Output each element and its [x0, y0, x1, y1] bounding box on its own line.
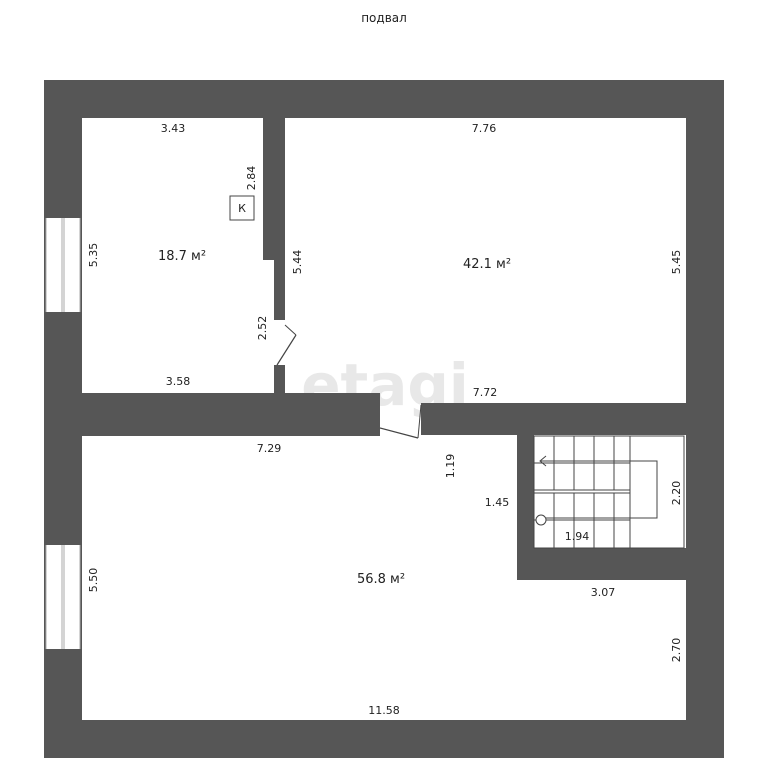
- dim-7-72: 7.72: [473, 386, 498, 399]
- walls: [44, 80, 724, 758]
- wall-vertical-lower: [274, 365, 285, 395]
- window-upper: [45, 218, 81, 312]
- wall-vertical-upper: [263, 118, 285, 260]
- dim-5-44: 5.44: [291, 250, 304, 275]
- plan-title: подвал: [361, 11, 407, 25]
- dim-2-84: 2.84: [245, 166, 258, 191]
- room-area-3: 56.8 м²: [357, 572, 405, 587]
- dim-2-70: 2.70: [670, 638, 683, 663]
- wall-horizontal-right: [421, 403, 686, 435]
- wall-stair-left: [517, 435, 534, 548]
- dim-3-07: 3.07: [591, 586, 616, 599]
- dim-5-50: 5.50: [87, 568, 100, 593]
- dim-11-58: 11.58: [368, 704, 400, 717]
- dim-2-52: 2.52: [256, 316, 269, 341]
- wall-right-mid: [686, 435, 724, 578]
- dim-2-20: 2.20: [670, 481, 683, 506]
- wall-right-upper: [686, 80, 724, 435]
- dim-7-29: 7.29: [257, 442, 282, 455]
- door-room-1: [276, 324, 297, 366]
- dim-5-35: 5.35: [87, 243, 100, 268]
- wall-stair-bottom: [517, 548, 686, 580]
- dim-1-45: 1.45: [485, 496, 510, 509]
- wall-top: [44, 80, 724, 118]
- room-area-2: 42.1 м²: [463, 257, 511, 272]
- wall-left: [44, 80, 82, 758]
- dim-5-45: 5.45: [670, 250, 683, 275]
- kitchen-marker: К: [229, 195, 255, 221]
- door-room-2: [379, 404, 422, 439]
- wall-right-lower: [686, 578, 724, 758]
- dim-7-76: 7.76: [472, 122, 497, 135]
- dim-3-43: 3.43: [161, 122, 186, 135]
- wall-horizontal-left: [82, 393, 380, 436]
- window-lower: [45, 545, 81, 649]
- wall-bottom: [44, 720, 724, 758]
- kitchen-marker-label: К: [238, 202, 246, 215]
- dim-1-19: 1.19: [444, 454, 457, 479]
- wall-vertical-stub: [274, 260, 285, 320]
- dim-3-58: 3.58: [166, 375, 191, 388]
- staircase: [533, 435, 685, 549]
- dim-1-94: 1.94: [565, 530, 590, 543]
- room-area-1: 18.7 м²: [158, 249, 206, 264]
